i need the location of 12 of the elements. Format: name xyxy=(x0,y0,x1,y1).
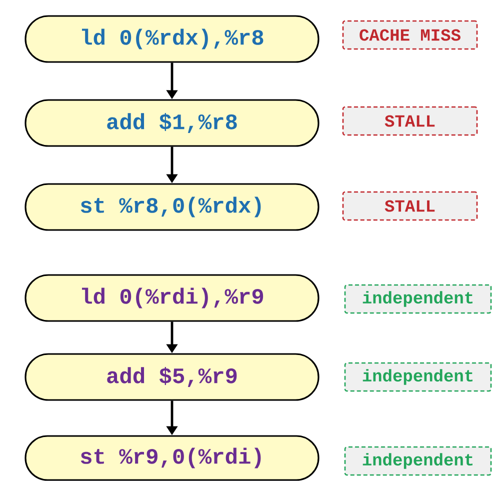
status-tag: CACHE MISS xyxy=(342,20,478,50)
status-tag: STALL xyxy=(342,191,478,221)
instruction-box: add $5,%r9 xyxy=(24,353,320,401)
instruction-box: add $1,%r8 xyxy=(24,99,320,147)
status-tag: independent xyxy=(344,284,492,314)
status-tag: STALL xyxy=(342,106,478,136)
status-tag: independent xyxy=(344,362,492,392)
instruction-box: st %r8,0(%rdx) xyxy=(24,183,320,231)
instruction-box: ld 0(%rdx),%r8 xyxy=(24,15,320,63)
instruction-box: ld 0(%rdi),%r9 xyxy=(24,274,320,322)
instruction-box: st %r9,0(%rdi) xyxy=(24,435,320,481)
status-tag: independent xyxy=(344,446,492,476)
